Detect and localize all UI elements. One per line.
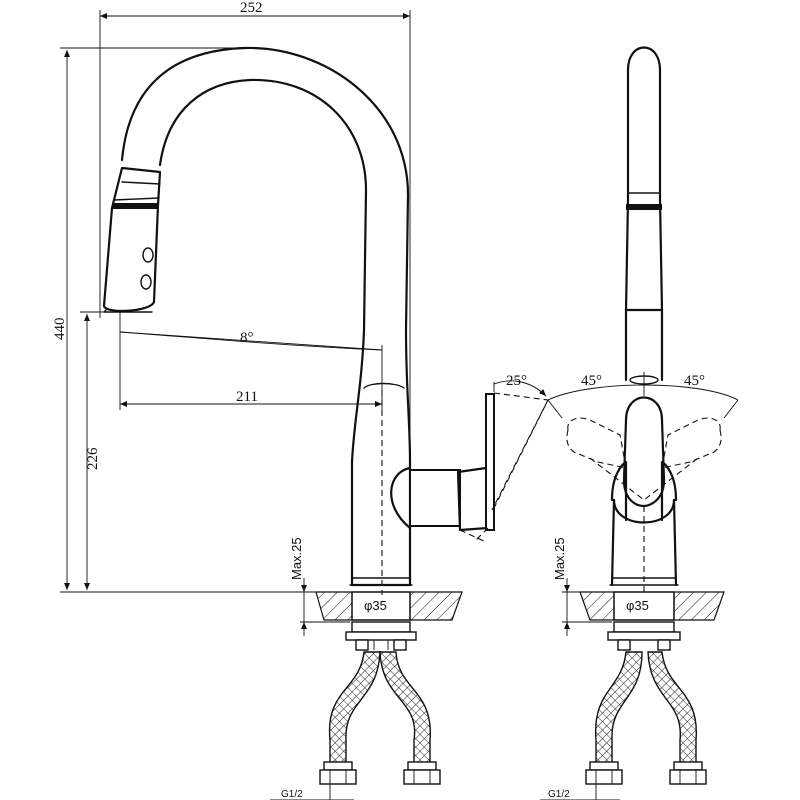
faucet-body <box>350 460 412 587</box>
base-diameter-left: φ35 <box>364 598 387 613</box>
supply-hose-front-left <box>595 651 643 769</box>
countertop-front-right <box>673 591 725 621</box>
spout-front <box>626 46 662 202</box>
front-view: 45° 45° φ35 Max.25 <box>540 46 739 800</box>
handle-tilt-label: 25° <box>506 373 527 389</box>
dim-reach: 211 <box>236 389 258 405</box>
rotation-arc <box>547 384 739 401</box>
thread-label-right: G1/2 <box>548 789 570 800</box>
countertop-section-right <box>409 591 463 621</box>
supply-hose-front-right <box>647 651 697 769</box>
spout-outer-contour <box>120 46 412 464</box>
dim-spout-height: 226 <box>85 447 101 470</box>
spout-inner-contour <box>158 78 368 464</box>
countertop-section-left <box>315 591 353 621</box>
mixer-lever: 25° <box>390 373 549 543</box>
rotation-right-label: 45° <box>684 373 705 389</box>
mixer-body-front <box>610 460 678 522</box>
lever-ghost-right <box>661 417 722 469</box>
spray-head <box>102 166 162 313</box>
side-view: 25° 252 440 226 8° 211 φ35 <box>52 0 549 800</box>
max-thickness-right: Max.25 <box>552 537 567 580</box>
dim-total-width: 252 <box>240 0 263 16</box>
dim-total-height: 440 <box>52 318 68 341</box>
base-diameter-right: φ35 <box>626 598 649 613</box>
supply-hose-left <box>328 651 381 769</box>
max-thickness-left: Max.25 <box>289 537 304 580</box>
rotation-left-label: 45° <box>581 373 602 389</box>
thread-label-left: G1/2 <box>281 789 303 800</box>
supply-hose-right <box>379 651 431 769</box>
countertop-front-left <box>579 591 615 621</box>
lever-ghost-left <box>566 417 627 469</box>
spray-angle-label: 8° <box>240 330 254 346</box>
lever-front <box>622 396 666 508</box>
